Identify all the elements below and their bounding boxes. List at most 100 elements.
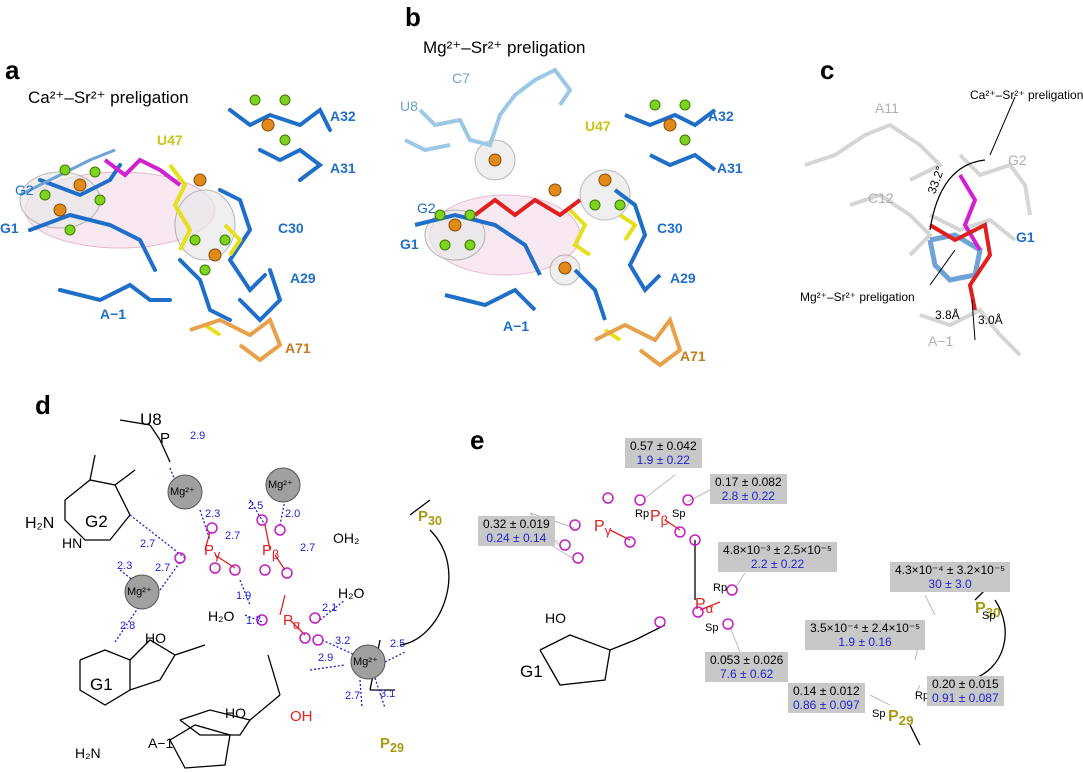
residue-label-g1: G1: [0, 220, 19, 236]
label-oh-red: OH: [290, 708, 313, 725]
distance-label: 2.7: [300, 542, 316, 554]
label-p-alpha: Pα: [283, 612, 301, 632]
distance-line: [971, 299, 976, 341]
distance-label: 1.7: [246, 615, 262, 627]
label-h2n-top: H₂N: [25, 515, 55, 532]
label-ho-2: HO: [225, 705, 246, 721]
label-sp: Sp: [672, 508, 686, 520]
label-oh2: OH₂: [333, 530, 360, 546]
grey-residues: [804, 122, 1032, 357]
distance-label: 2.3: [117, 560, 133, 572]
value-box-alpha-rp: 4.8×10⁻³ ± 2.5×10⁻⁵ 2.2 ± 0.22: [718, 542, 837, 572]
panel-label-d: d: [35, 390, 51, 420]
label-h2n-bottom: H₂N: [75, 745, 101, 761]
label-g2: G2: [85, 512, 108, 531]
residue-label-g1: G1: [400, 236, 419, 252]
residue-label-g2: G2: [417, 200, 436, 216]
label-p-gamma: Pγ: [594, 518, 612, 539]
residue-label-a11: A11: [875, 100, 899, 116]
label-g1: G1: [90, 675, 113, 694]
residue-label-a-1: A−1: [100, 306, 127, 322]
residue-label-a-1: A−1: [503, 318, 530, 334]
distance-label: 2.0: [285, 508, 301, 520]
label-sp: Sp: [872, 708, 886, 720]
distance-label-1: 3.8Å: [935, 308, 960, 322]
panel-label-e: e: [470, 425, 485, 455]
rna-backbone-blue: [28, 106, 332, 323]
a71-orange: [594, 315, 683, 368]
panel-b: b Mg²⁺–Sr²⁺ preligation: [395, 0, 775, 380]
distance-label: 2.3: [205, 508, 221, 520]
panel-label-b: b: [405, 2, 421, 32]
residue-label-a29: A29: [290, 270, 316, 286]
label-p-alpha: Pα: [695, 596, 714, 617]
value-box-p30-sp: 3.5×10⁻⁴ ± 2.4×10⁻⁵ 1.9 ± 0.16: [805, 620, 926, 650]
residue-label-a71: A71: [285, 340, 311, 356]
mg-label-2: Mg²⁺: [268, 479, 293, 491]
distance-label: 2.7: [345, 690, 361, 702]
residue-label-a32: A32: [330, 108, 356, 124]
panel-b-title: Mg²⁺–Sr²⁺ preligation: [423, 38, 586, 57]
distance-label: 2.1: [322, 602, 338, 614]
residue-label-c7: C7: [452, 70, 470, 86]
label-p-u8: P: [160, 430, 171, 447]
mg-ions-green: [39, 94, 291, 276]
value-box-beta-rp: 0.57 ± 0.042 1.9 ± 0.22: [625, 438, 702, 468]
label-p-beta: Pβ: [262, 542, 280, 562]
residue-label-g2: G2: [1008, 152, 1027, 168]
angle-arc: [929, 159, 986, 231]
label-p-gamma: Pγ: [204, 542, 221, 562]
value-box-beta-sp: 0.17 ± 0.082 2.8 ± 0.22: [710, 474, 787, 504]
panel-label-a: a: [5, 55, 20, 85]
distance-label: 3.2: [335, 635, 351, 647]
a71-orange: [189, 316, 283, 363]
callout-line-top: [989, 96, 1016, 156]
phosphate-bonds-red: [204, 524, 306, 636]
label-sp: Sp: [705, 622, 719, 634]
residue-label-c12: C12: [868, 190, 894, 206]
label-hn: HN: [62, 535, 83, 551]
value-box-p30-rp: 4.3×10⁻⁴ ± 3.2×10⁻⁵ 30 ± 3.0: [890, 562, 1011, 592]
panel-c: c Ca²⁺–Sr²⁺ preligation Mg²⁺–Sr²⁺ prelig…: [780, 55, 1083, 385]
panel-d-scheme: [64, 419, 450, 769]
label-ho: HO: [545, 610, 566, 626]
distance-label: 2.7: [225, 530, 241, 542]
chemical-bonds: [64, 419, 450, 769]
label-h2o-a: H₂O: [338, 585, 365, 601]
residue-label-u47: U47: [157, 132, 183, 148]
label-ho-1: HO: [145, 630, 166, 646]
label-p29: P29: [888, 708, 914, 729]
residue-label-u8: U8: [400, 98, 418, 114]
label-h2o-b: H₂O: [208, 608, 235, 624]
residue-label-g2: G2: [15, 182, 34, 198]
distance-label: 2.8: [120, 620, 136, 632]
electron-density-mesh-grey: [424, 209, 486, 261]
label-a-1: A−1: [148, 735, 174, 751]
callout-line-bottom: [929, 249, 956, 286]
residue-label-c30: C30: [657, 220, 683, 236]
distance-label: 2.7: [140, 538, 156, 550]
label-p29: P29: [380, 735, 404, 755]
label-rp: Rp: [635, 508, 650, 520]
panel-e: e: [470, 390, 1050, 773]
oxygen-atoms-magenta: [174, 514, 324, 646]
distance-label: 2.5: [390, 638, 406, 650]
residue-label-u47: U47: [585, 118, 611, 134]
value-box-p29-sp: 0.14 ± 0.012 0.86 ± 0.097: [788, 683, 865, 713]
mg-ions-green: [434, 99, 691, 251]
residue-label-a31: A31: [717, 160, 743, 176]
residue-label-a71: A71: [680, 348, 706, 364]
distance-label: 2.9: [190, 430, 206, 442]
coordination-bonds: [114, 467, 406, 709]
label-sp: Sp: [982, 610, 996, 622]
panel-e-scheme: [529, 474, 1006, 746]
label-p30: P30: [975, 600, 1001, 621]
mg-label-3: Mg²⁺: [127, 586, 152, 598]
electron-density-mesh-grey: [174, 189, 236, 261]
callout-ca-sr: Ca²⁺–Sr²⁺ preligation: [970, 88, 1083, 102]
panel-a-title: Ca²⁺–Sr²⁺ preligation: [28, 88, 189, 107]
distance-label: 1.9: [236, 590, 252, 602]
distance-label: 2.7: [155, 562, 171, 574]
panel-c-structure: [804, 96, 1032, 357]
label-g1: G1: [520, 662, 543, 681]
